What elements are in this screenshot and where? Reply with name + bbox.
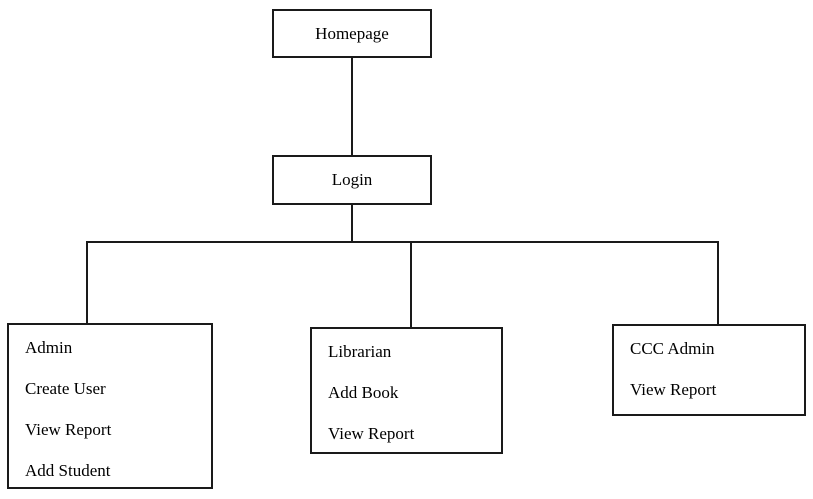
connector-branch-bus xyxy=(86,241,719,243)
connector-bus-admin xyxy=(86,241,88,324)
node-admin-item-view-report: View Report xyxy=(25,420,112,439)
node-admin: Admin Create User View Report Add Studen… xyxy=(7,323,213,489)
node-admin-title: Admin xyxy=(25,338,73,357)
node-librarian-item-view-report: View Report xyxy=(328,424,415,443)
node-admin-item-add-student: Add Student xyxy=(25,461,111,480)
node-homepage: Homepage xyxy=(272,9,432,58)
connector-login-branch xyxy=(351,204,353,242)
connector-homepage-login xyxy=(351,57,353,156)
node-ccc-admin-title: CCC Admin xyxy=(630,339,715,358)
connector-bus-ccc-admin xyxy=(717,241,719,325)
node-librarian: Librarian Add Book View Report xyxy=(310,327,503,454)
node-login: Login xyxy=(272,155,432,205)
node-ccc-admin: CCC Admin View Report xyxy=(612,324,806,416)
node-ccc-admin-item-view-report: View Report xyxy=(630,380,717,399)
node-homepage-label: Homepage xyxy=(315,23,389,43)
node-librarian-item-add-book: Add Book xyxy=(328,383,399,402)
node-librarian-title: Librarian xyxy=(328,342,392,361)
node-login-label: Login xyxy=(331,170,373,189)
connector-bus-librarian xyxy=(410,241,412,328)
node-admin-item-create-user: Create User xyxy=(25,379,106,398)
